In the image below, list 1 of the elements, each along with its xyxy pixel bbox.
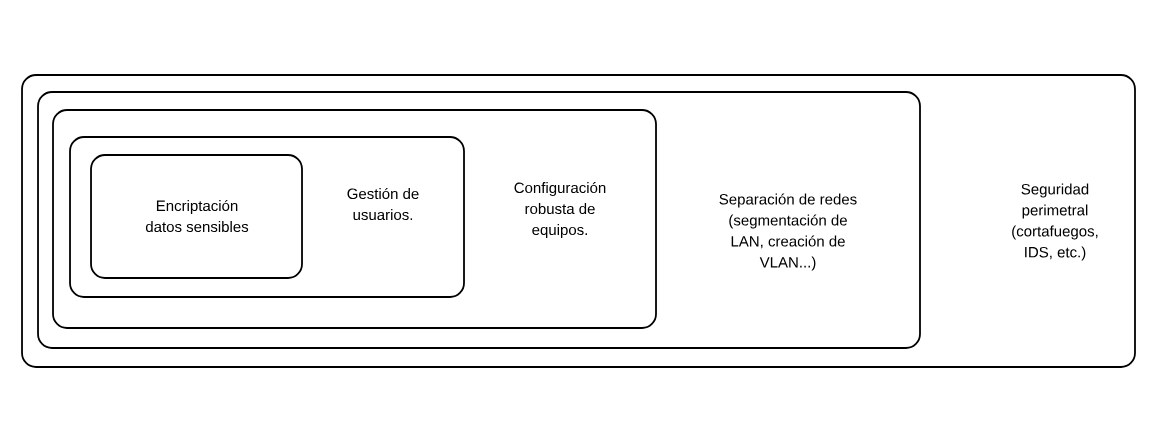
nested-box: Encriptación datos sensibles <box>90 154 303 279</box>
